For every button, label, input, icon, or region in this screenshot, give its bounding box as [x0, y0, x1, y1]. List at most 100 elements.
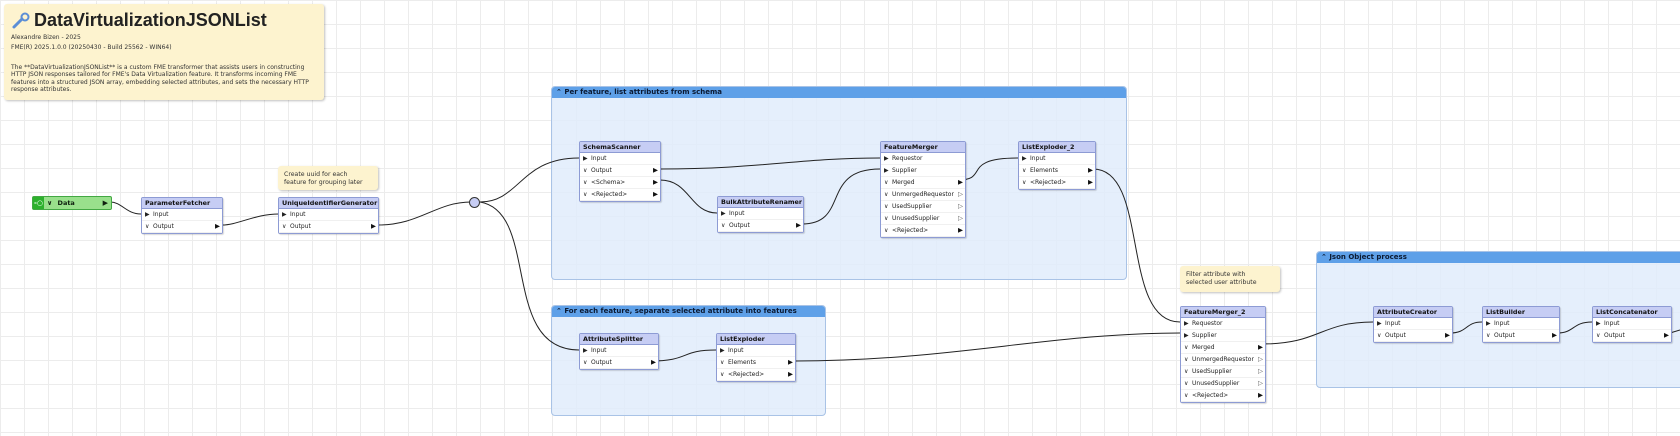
port-input[interactable]: ▶Input [1374, 318, 1452, 330]
output-port-icon[interactable]: ▶ [371, 222, 376, 230]
bookmark-title: Per feature, list attributes from schema [564, 88, 723, 96]
output-port-icon[interactable]: ▶ [788, 370, 793, 378]
port-output[interactable]: ∨Output▶ [1593, 330, 1671, 342]
port-schema[interactable]: ∨<Schema>▶ [580, 177, 660, 189]
annotation-filter[interactable]: Filter attribute with selected user attr… [1180, 266, 1280, 292]
output-port-icon[interactable]: ▶ [796, 221, 801, 229]
port-input[interactable]: ▶Input [1593, 318, 1671, 330]
node-title: BulkAttributeRenamer [718, 197, 803, 208]
port-rejected[interactable]: ∨<Rejected>▶ [580, 189, 660, 201]
output-port-icon[interactable]: ▷ [1258, 367, 1263, 375]
output-port-icon[interactable]: ▶ [958, 226, 963, 234]
port-output[interactable]: ∨Output▶ [142, 221, 222, 233]
port-unused-supplier[interactable]: ∨UnusedSupplier▷ [881, 213, 965, 225]
port-input[interactable]: ▶Input [279, 209, 378, 221]
output-port-icon[interactable]: ▶ [958, 178, 963, 186]
node-title: AttributeCreator [1374, 307, 1452, 318]
bookmark-title: Json Object process [1329, 253, 1407, 261]
output-port-icon[interactable]: ▷ [958, 190, 963, 198]
port-requestor[interactable]: ▶Requestor [1181, 318, 1265, 330]
input-port-icon: ▶ [282, 211, 287, 218]
port-input[interactable]: ▶Input [718, 208, 803, 220]
output-port-icon[interactable]: ▶ [653, 190, 658, 198]
output-port-icon[interactable]: ▶ [653, 166, 658, 174]
port-merged[interactable]: ∨Merged▶ [1181, 342, 1265, 354]
port-input[interactable]: ▶Input [1019, 153, 1095, 165]
input-port-icon: ▶ [721, 210, 726, 217]
node-schema-scanner[interactable]: SchemaScanner ▶Input ∨Output▶ ∨<Schema>▶… [579, 141, 661, 202]
node-title: ListExploder_2 [1019, 142, 1095, 153]
annotation-uuid[interactable]: Create uuid for each feature for groupin… [278, 166, 378, 190]
port-elements[interactable]: ∨Elements▶ [1019, 165, 1095, 177]
wire-exploder-to-fm2-supplier [794, 332, 1181, 362]
node-parameter-fetcher[interactable]: ParameterFetcher ▶Input ∨Output▶ [141, 197, 223, 234]
node-bulk-renamer[interactable]: BulkAttributeRenamer ▶Input ∨Output▶ [717, 196, 804, 233]
chevron-down-icon: ∨ [884, 179, 889, 186]
port-output[interactable]: ∨Output▶ [1483, 330, 1559, 342]
node-attribute-creator[interactable]: AttributeCreator ▶Input ∨Output▶ [1373, 306, 1453, 343]
node-uuid-generator[interactable]: UniqueIdentifierGenerator ▶Input ∨Output… [278, 197, 379, 234]
port-rejected[interactable]: ∨<Rejected>▶ [1019, 177, 1095, 189]
title-annotation[interactable]: DataVirtualizationJSONList Alexandre Biz… [4, 4, 324, 100]
output-port-icon[interactable]: ▶ [1445, 331, 1450, 339]
author-text: Alexandre Bizen - 2025 [11, 34, 81, 41]
output-port-icon[interactable]: ▶ [1088, 166, 1093, 174]
chevron-down-icon: ∨ [1596, 332, 1601, 339]
port-output[interactable]: ∨Output▶ [1374, 330, 1452, 342]
port-input[interactable]: ▶Input [142, 209, 222, 221]
port-output[interactable]: ∨Output▶ [279, 221, 378, 233]
input-port-icon: ▶ [1486, 320, 1491, 327]
port-rejected[interactable]: ∨<Rejected>▶ [881, 225, 965, 237]
node-list-builder[interactable]: ListBuilder ▶Input ∨Output▶ [1482, 306, 1560, 343]
page-title: DataVirtualizationJSONList [34, 10, 267, 30]
node-feature-merger-2[interactable]: FeatureMerger_2 ▶Requestor ▶Supplier ∨Me… [1180, 306, 1266, 403]
output-port-icon[interactable]: ▶ [1258, 391, 1263, 399]
output-port-icon[interactable]: ▶ [1088, 178, 1093, 186]
node-feature-merger[interactable]: FeatureMerger ▶Requestor ▶Supplier ∨Merg… [880, 141, 966, 238]
port-rejected[interactable]: ∨<Rejected>▶ [1181, 390, 1265, 402]
port-elements[interactable]: ∨Elements▶ [717, 357, 795, 369]
port-supplier[interactable]: ▶Supplier [881, 165, 965, 177]
port-output[interactable]: ∨Output▶ [580, 165, 660, 177]
output-port-icon[interactable]: ▶ [788, 358, 793, 366]
output-port-icon[interactable]: ▷ [958, 202, 963, 210]
port-unused-supplier[interactable]: ∨UnusedSupplier▷ [1181, 378, 1265, 390]
port-used-supplier[interactable]: ∨UsedSupplier▷ [881, 201, 965, 213]
port-input[interactable]: ▶Input [580, 153, 660, 165]
output-port-icon[interactable]: ▷ [1258, 355, 1263, 363]
port-output[interactable]: ∨Output▶ [718, 220, 803, 232]
wire-data-to-fetcher [109, 201, 142, 215]
output-port-icon[interactable]: ▶ [1664, 331, 1669, 339]
port-rejected[interactable]: ∨<Rejected>▶ [717, 369, 795, 381]
output-port-icon[interactable]: ▶ [1258, 343, 1263, 351]
output-port-icon[interactable]: ▶ [651, 358, 656, 366]
port-merged[interactable]: ∨Merged▶ [881, 177, 965, 189]
port-unmerged-requestor[interactable]: ∨UnmergedRequestor▷ [1181, 354, 1265, 366]
output-port-icon[interactable]: ▶ [215, 222, 220, 230]
node-title: AttributeSplitter [580, 334, 658, 345]
node-list-exploder[interactable]: ListExploder ▶Input ∨Elements▶ ∨<Rejecte… [716, 333, 796, 382]
output-port-icon[interactable]: ▶ [1552, 331, 1557, 339]
node-attribute-splitter[interactable]: AttributeSplitter ▶Input ∨Output▶ [579, 333, 659, 370]
node-list-concatenator[interactable]: ListConcatenator ▶Input ∨Output▶ [1592, 306, 1672, 343]
port-unmerged-requestor[interactable]: ∨UnmergedRequestor▷ [881, 189, 965, 201]
node-title: ListBuilder [1483, 307, 1559, 318]
port-requestor[interactable]: ▶Requestor [881, 153, 965, 165]
junction[interactable] [469, 197, 480, 208]
port-used-supplier[interactable]: ∨UsedSupplier▷ [1181, 366, 1265, 378]
node-list-exploder-2[interactable]: ListExploder_2 ▶Input ∨Elements▶ ∨<Rejec… [1018, 141, 1096, 190]
port-input[interactable]: ▶Input [717, 345, 795, 357]
creator-data[interactable]: -○∨ Data ▶ [32, 196, 112, 210]
output-port-icon[interactable]: ▶ [102, 199, 108, 207]
port-input[interactable]: ▶Input [1483, 318, 1559, 330]
node-title: FeatureMerger_2 [1181, 307, 1265, 318]
bookmark-header: ⌃ For each feature, separate selected at… [552, 306, 825, 317]
output-port-icon[interactable]: ▷ [1258, 379, 1263, 387]
output-port-icon[interactable]: ▶ [653, 178, 658, 186]
output-port-icon[interactable]: ▷ [958, 214, 963, 222]
input-port-icon: ▶ [145, 211, 150, 218]
port-input[interactable]: ▶Input [580, 345, 658, 357]
port-output[interactable]: ∨Output▶ [580, 357, 658, 369]
chevron-down-icon[interactable]: ∨ [47, 199, 53, 207]
port-supplier[interactable]: ▶Supplier [1181, 330, 1265, 342]
